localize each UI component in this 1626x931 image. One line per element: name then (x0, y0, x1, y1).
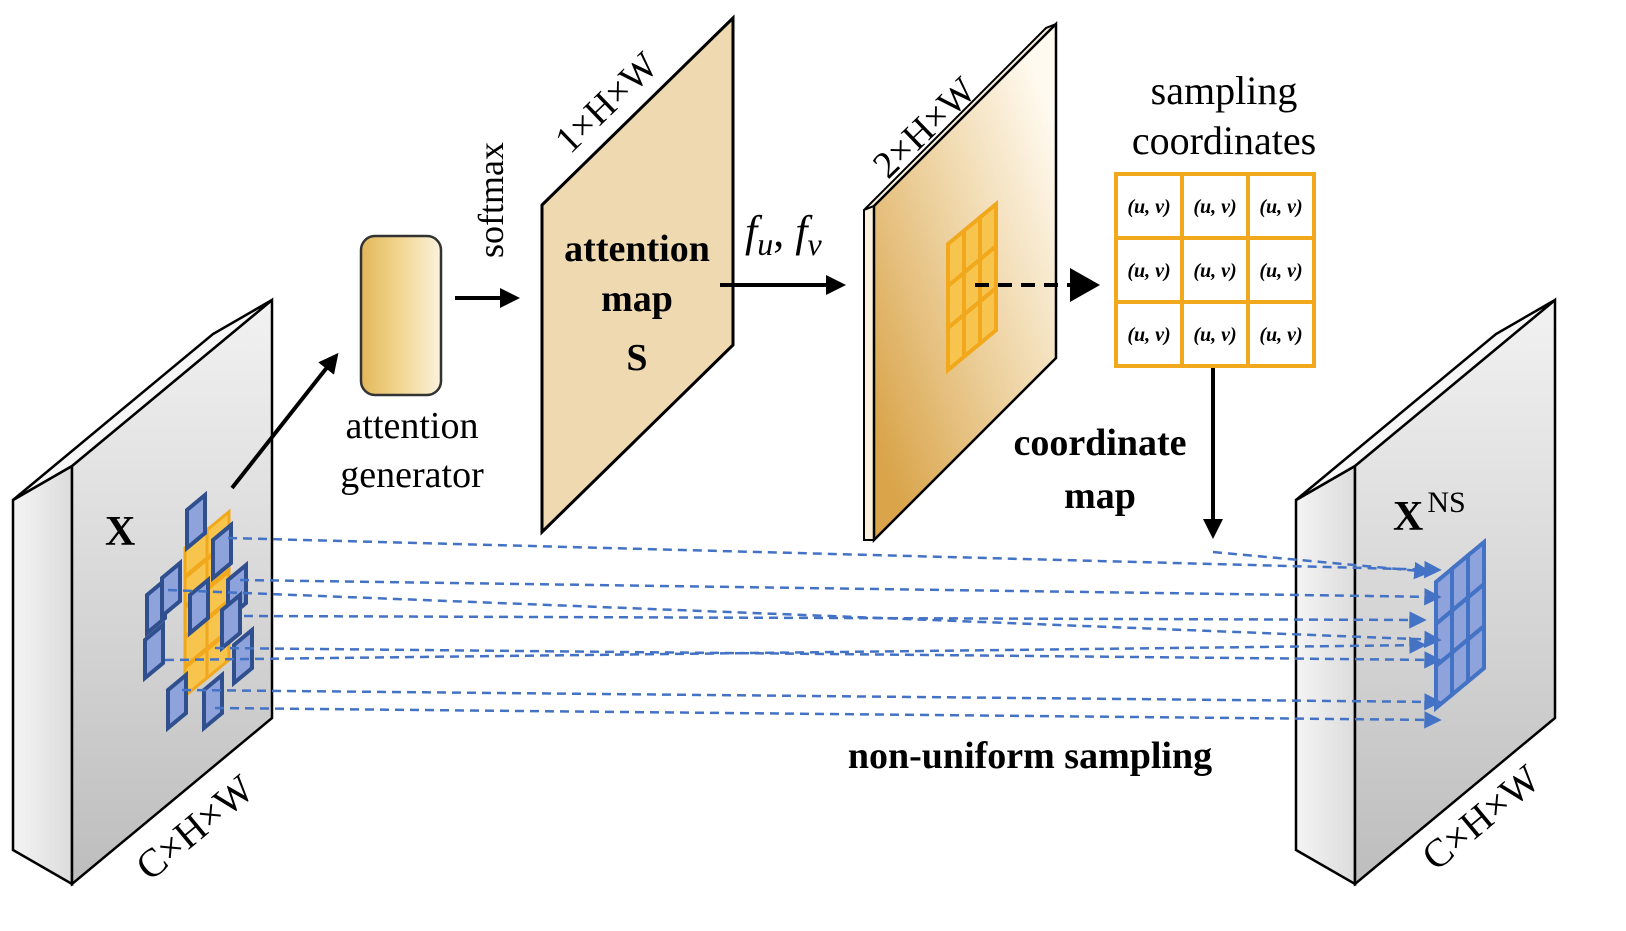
kernel-cell-deformed (166, 670, 188, 733)
sampling-lines (164, 536, 1442, 729)
attention-generator-label-1: attention (346, 405, 479, 447)
output-grid-cell (1466, 621, 1486, 686)
kernel-cell-deformed (232, 625, 254, 688)
coordinate-cell-value: (u, v) (1127, 196, 1170, 218)
coordinate-cell (1246, 172, 1316, 240)
sampling-line (167, 588, 1442, 649)
sampling-line (214, 646, 1442, 669)
coordinate-cell-value: (u, v) (1259, 324, 1302, 346)
f-label: fu, fv (745, 207, 822, 262)
offset-kernel-grid (946, 199, 998, 375)
input-tensor-label: X (105, 509, 135, 555)
sampling-line (227, 536, 1442, 579)
kernel-cell-deformed (202, 670, 224, 733)
attention-generator-label-2: generator (340, 454, 484, 496)
kernel-cell-deformed (185, 490, 207, 553)
sampling-coordinates-title-2: coordinates (1132, 118, 1316, 163)
sampling-line (181, 688, 1442, 711)
output-sampled-grid (1434, 537, 1486, 713)
sampling-line (243, 611, 1427, 629)
coordinate-cell (1180, 300, 1250, 368)
coordinate-map-label-2: map (1064, 475, 1136, 517)
attention-map-label-3: S (626, 337, 647, 379)
sampling-line (239, 578, 1442, 606)
input-tensor (11, 297, 274, 887)
sampling-line (1212, 550, 1432, 580)
arrow-to-coordinates-head (1070, 268, 1100, 302)
coordinate-cell-value: (u, v) (1127, 260, 1170, 282)
coordinate-cell (1114, 172, 1184, 240)
output-tensor (1294, 297, 1557, 887)
sampling-line (164, 636, 1427, 662)
attention-map-label-1: attention (564, 228, 710, 270)
coordinate-cell-value: (u, v) (1259, 260, 1302, 282)
kernel-cell-deformed (143, 620, 165, 683)
coordinate-map-label-1: coordinate (1013, 422, 1186, 464)
coordinate-cell-value: (u, v) (1193, 260, 1236, 282)
sampling-line (214, 706, 1442, 729)
offset-grid-cell (978, 283, 998, 348)
kernel-cell-deformed (220, 590, 242, 653)
attention-map-plane (540, 14, 735, 536)
attention-map-label-2: map (601, 278, 673, 320)
nonuniform-sampling-label: non-uniform sampling (848, 735, 1212, 777)
sampling-coordinates-grid: (u, v) (u, v) (u, v) (u, v) (u, v) (u, v) (u, … (1114, 172, 1316, 368)
coordinate-cell (1246, 236, 1316, 304)
coordinate-cell-value: (u, v) (1259, 196, 1302, 218)
kernel-cell-deformed (211, 520, 233, 583)
coordinate-cell (1246, 300, 1316, 368)
coordinate-cell-value: (u, v) (1127, 324, 1170, 346)
coordinate-cell-value: (u, v) (1193, 324, 1236, 346)
attention-generator-block (359, 234, 443, 397)
sampling-coordinates-title-1: sampling (1151, 68, 1298, 113)
coordinate-cell-value: (u, v) (1193, 196, 1236, 218)
coordinate-cell (1114, 300, 1184, 368)
softmax-label: softmax (471, 142, 511, 258)
deformed-kernel (143, 490, 254, 733)
kernel-cell-deformed (188, 575, 210, 638)
arrow-to-generator (230, 352, 339, 490)
